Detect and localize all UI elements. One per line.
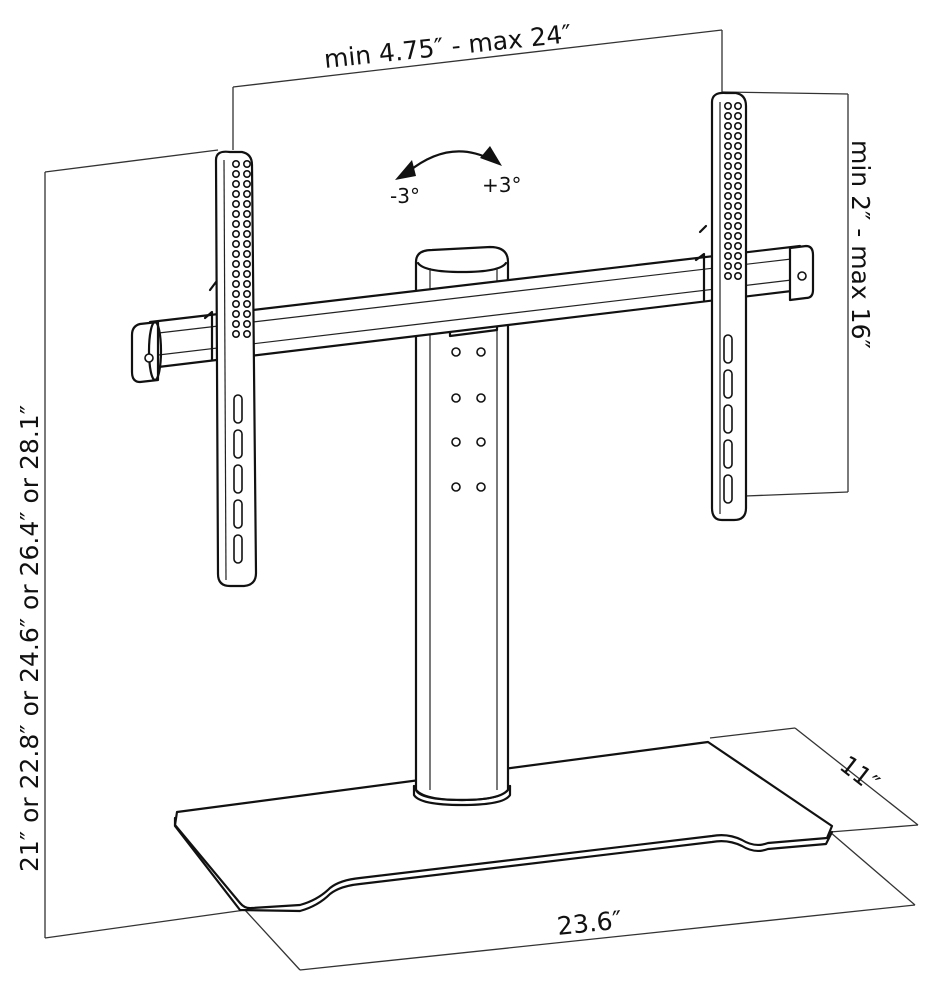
tilt-arrow — [395, 146, 502, 180]
vesa-height-label: min 2″ - max 16″ — [846, 140, 875, 349]
left-bracket-holes — [232, 160, 252, 338]
left-bracket — [203, 150, 258, 588]
height-options-label: 21″ or 22.8″ or 24.6″ or 26.4″ or 28.1″ — [15, 405, 44, 872]
right-bracket-holes — [723, 102, 742, 280]
base-depth-label: 11″ — [834, 750, 884, 798]
vesa-width-label: min 4.75″ - max 24″ — [323, 19, 573, 74]
right-bracket — [694, 91, 748, 522]
tilt-plus-label: +3° — [482, 173, 521, 197]
dimension-lines — [44, 29, 919, 971]
base-width-label: 23.6″ — [556, 905, 624, 941]
crossbar — [130, 244, 815, 384]
base-plate — [173, 740, 834, 913]
tilt-minus-label: -3° — [390, 184, 420, 208]
